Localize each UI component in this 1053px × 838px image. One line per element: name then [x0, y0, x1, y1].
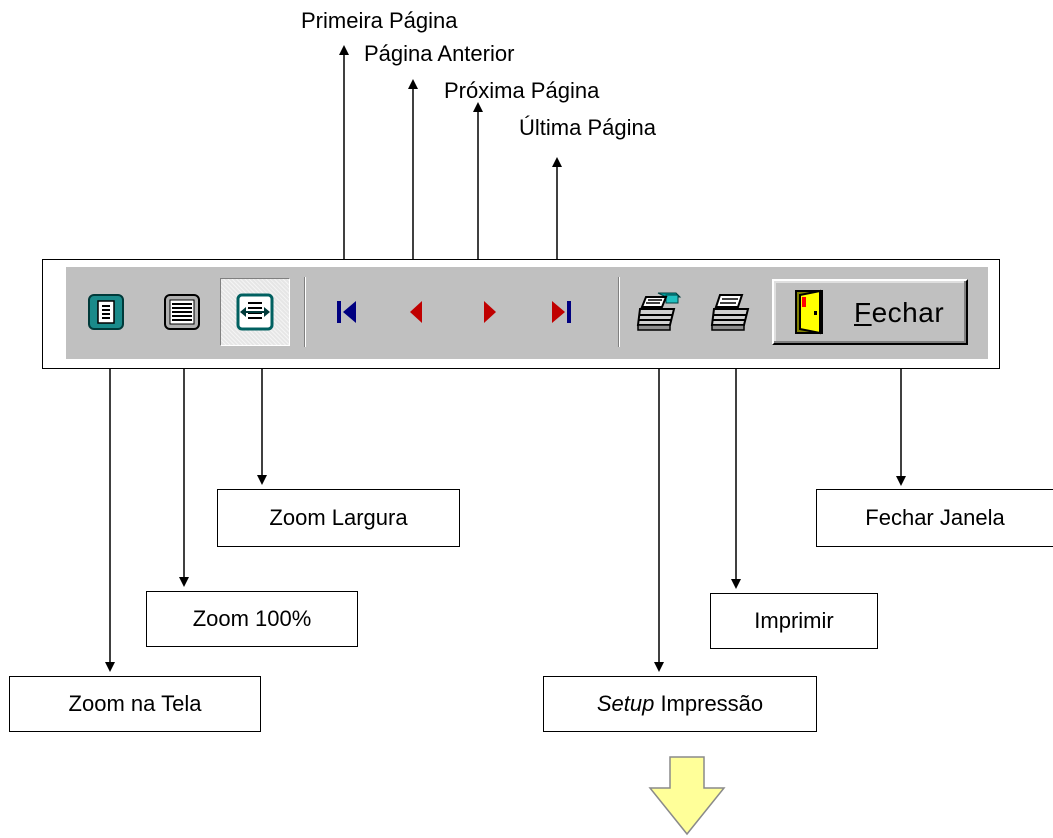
callout-zoom-width: Zoom Largura: [217, 489, 460, 547]
setup-italic: Setup: [596, 691, 655, 716]
toolbar-separator: [618, 277, 620, 347]
label-last-page: Última Página: [519, 115, 656, 140]
zoom-100-button[interactable]: [162, 292, 202, 332]
exit-door-icon: [795, 289, 823, 335]
label-next-page: Próxima Página: [444, 78, 600, 103]
next-page-button[interactable]: [474, 297, 504, 327]
last-page-button[interactable]: [546, 297, 576, 327]
callout-close-window: Fechar Janela: [816, 489, 1053, 547]
label-first-page: Primeira Página: [301, 8, 458, 33]
callout-print: Imprimir: [710, 593, 878, 649]
zoom-screen-button[interactable]: [86, 292, 126, 332]
printer-icon: [710, 294, 750, 331]
zoom-width-button[interactable]: [220, 278, 290, 346]
preview-toolbar: Fechar: [66, 267, 988, 359]
next-page-icon: [484, 301, 496, 323]
zoom-width-icon: [236, 293, 274, 331]
close-button-label: Fechar: [854, 297, 945, 328]
callout-setup-print: Setup Impressão: [543, 676, 817, 732]
close-button[interactable]: Fechar: [772, 279, 968, 345]
zoom-screen-icon: [88, 294, 124, 330]
print-setup-icon: [636, 292, 682, 331]
print-button[interactable]: [708, 289, 754, 335]
prev-page-icon: [410, 301, 422, 323]
first-page-button[interactable]: [332, 297, 362, 327]
last-page-icon: [552, 301, 571, 323]
callout-zoom-100: Zoom 100%: [146, 591, 358, 647]
print-setup-button[interactable]: [636, 289, 684, 335]
label-prev-page: Página Anterior: [364, 41, 515, 66]
callout-zoom-screen: Zoom na Tela: [9, 676, 261, 732]
zoom-100-icon: [164, 294, 200, 330]
yellow-down-arrow: [648, 756, 726, 836]
prev-page-button[interactable]: [402, 297, 432, 327]
first-page-icon: [337, 301, 356, 323]
toolbar-separator: [304, 277, 306, 347]
